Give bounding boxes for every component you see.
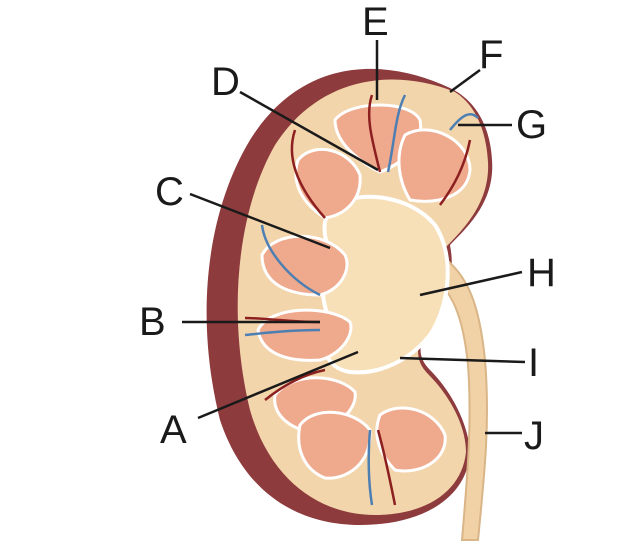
label-h: H xyxy=(527,251,556,295)
label-j: J xyxy=(524,414,544,458)
label-b: B xyxy=(139,300,166,344)
leader-lines xyxy=(182,40,526,435)
label-c: C xyxy=(155,170,184,214)
leader-line-f xyxy=(449,68,481,94)
label-e: E xyxy=(362,0,389,44)
leader-line-c xyxy=(189,192,331,250)
label-a: A xyxy=(160,408,187,452)
label-i: I xyxy=(528,341,540,385)
leader-line-h xyxy=(419,270,523,297)
label-f: F xyxy=(479,33,504,77)
leader-line-i xyxy=(399,356,526,364)
label-d: D xyxy=(211,60,240,104)
renal-pyramids xyxy=(256,103,472,480)
label-g: G xyxy=(516,103,548,147)
renal-vessels xyxy=(244,94,479,506)
leader-line-a xyxy=(197,350,359,420)
leader-line-d xyxy=(239,90,379,172)
ureter-shape xyxy=(426,248,489,541)
